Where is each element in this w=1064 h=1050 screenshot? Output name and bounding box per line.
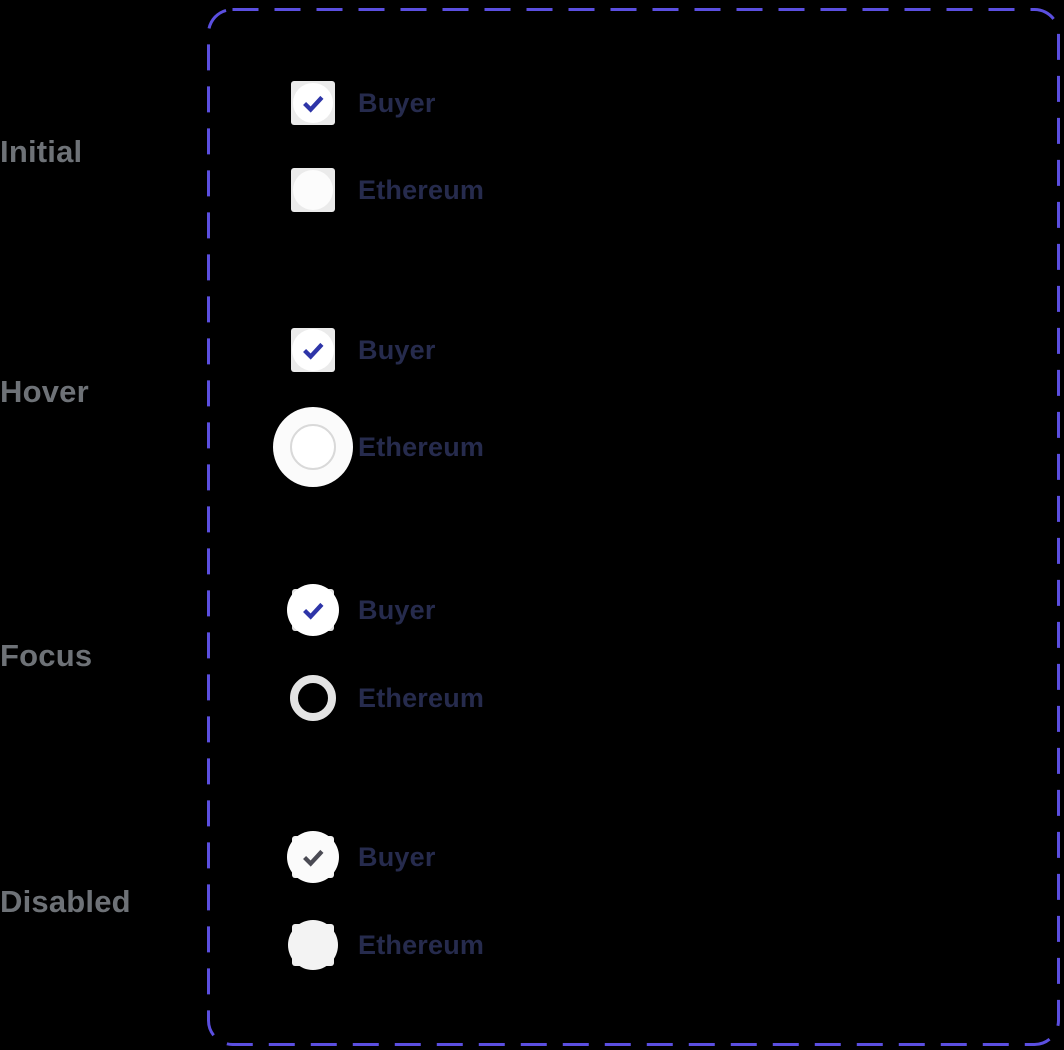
option-row: Ethereum: [288, 920, 485, 970]
checkbox-initial-unchecked[interactable]: [291, 168, 335, 212]
focus-ring: [290, 675, 336, 721]
state-label-hover: Hover: [0, 374, 89, 409]
checkbox-label: Ethereum: [358, 174, 485, 205]
checkbox-focus-unchecked[interactable]: [290, 675, 336, 721]
checkbox-disabled-unchecked: [288, 920, 338, 970]
checkbox-label: Buyer: [358, 841, 436, 872]
option-row: Buyer: [291, 81, 436, 125]
checkbox-hover-checked[interactable]: [291, 328, 335, 372]
checkbox-label: Buyer: [358, 87, 436, 118]
state-label-initial: Initial: [0, 134, 83, 169]
checkbox-label: Buyer: [358, 594, 436, 625]
checkbox-focus-checked[interactable]: [287, 584, 339, 636]
option-row: Ethereum: [290, 675, 485, 721]
option-row: Buyer: [287, 584, 436, 636]
option-row: Buyer: [287, 831, 436, 883]
option-row: Buyer: [291, 328, 436, 372]
checkbox-label: Ethereum: [358, 682, 485, 713]
checkbox-disabled-checked: [287, 831, 339, 883]
checkbox-circle: [293, 170, 333, 210]
checkbox-hover-unchecked[interactable]: [273, 407, 353, 487]
check-icon: [303, 849, 324, 867]
checkbox-label: Ethereum: [358, 929, 485, 960]
state-label-disabled: Disabled: [0, 884, 131, 919]
checkbox-circle: [287, 831, 339, 883]
option-row: Ethereum: [291, 168, 484, 212]
check-icon: [303, 95, 324, 113]
check-icon: [303, 602, 324, 620]
checkbox-initial-checked[interactable]: [291, 81, 335, 125]
checkbox-label: Buyer: [358, 334, 436, 365]
checkbox-circle: [287, 584, 339, 636]
state-label-focus: Focus: [0, 638, 93, 673]
checkbox-circle: [290, 424, 336, 470]
checkbox-circle: [292, 329, 334, 371]
option-row: Ethereum: [273, 407, 485, 487]
panel-dashed-border: [207, 8, 1060, 1046]
checkbox-circle: [288, 920, 338, 970]
checkbox-circle: [293, 83, 333, 123]
checkbox-demo-panel: Buyer Ethereum Buyer: [207, 8, 1060, 1046]
check-icon: [303, 342, 324, 360]
checkbox-label: Ethereum: [358, 431, 485, 462]
